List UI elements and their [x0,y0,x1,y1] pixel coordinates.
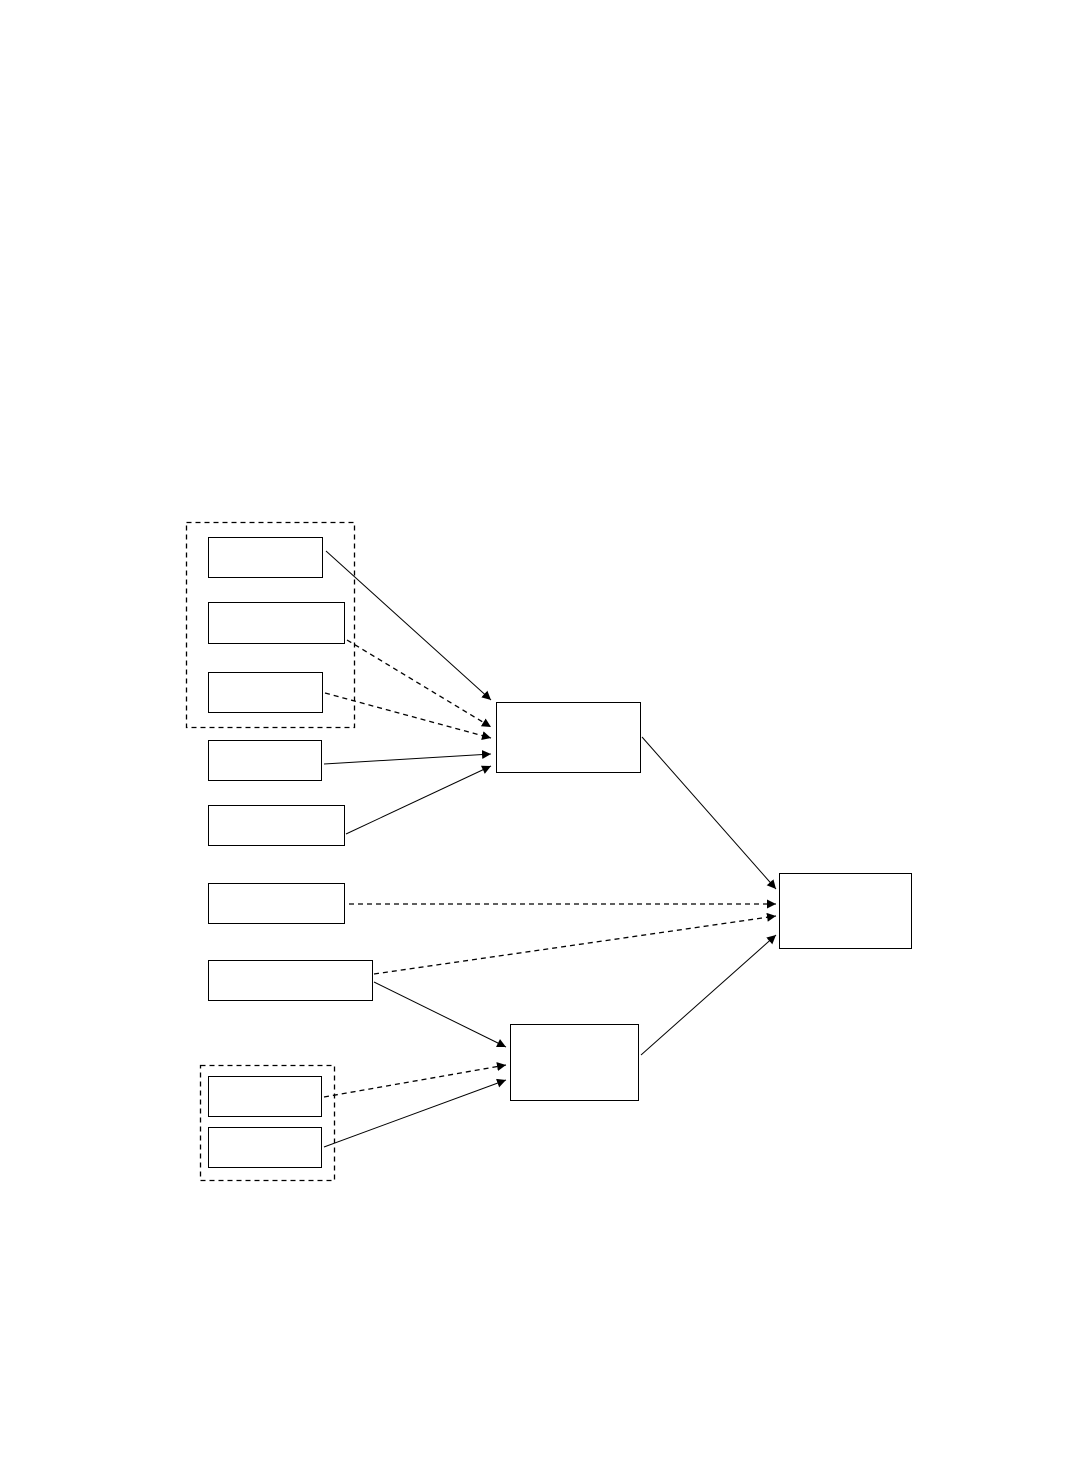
node-a8-box [208,1076,322,1117]
node-a8 [208,1076,322,1117]
node-a3 [208,672,323,713]
groups-layer [185,521,356,1182]
node-mid-top [496,702,641,773]
node-a1-box [208,537,323,578]
node-a9 [208,1127,322,1168]
nodes-layer [208,537,912,1168]
node-a7 [208,960,373,1001]
node-a5 [208,805,345,846]
arrow-mid-bottom-to-target [640,934,777,1056]
node-target [779,873,912,949]
arrow-a2-to-mid-top [346,639,492,728]
edges-layer [323,550,777,1148]
group-bottom-container [199,1064,336,1182]
node-a1 [208,537,323,578]
node-mid-top-box [496,702,641,773]
node-a5-box [208,805,345,846]
arrow-a3-to-mid-top [324,692,492,740]
arrow-a8-to-mid-bottom [323,1062,507,1098]
node-a9-box [208,1127,322,1168]
node-mid-bottom [510,1024,639,1101]
node-a6 [208,883,345,924]
node-a6-box [208,883,345,924]
arrow-a1-to-mid-top [325,550,492,701]
node-mid-bottom-box [510,1024,639,1101]
node-a7-box [208,960,373,1001]
group-top-container [185,521,356,729]
arrow-a7-to-mid-bottom [373,981,507,1048]
node-a3-box [208,672,323,713]
node-a2 [208,602,345,644]
arrow-a5-to-mid-top [345,765,492,835]
arrow-a4-to-mid-top [323,750,492,765]
node-a4-box [208,740,322,781]
node-a4 [208,740,322,781]
arrow-a7-to-target [373,912,777,975]
node-target-box [779,873,912,949]
arrow-a9-to-mid-bottom [323,1078,507,1148]
arrow-mid-top-to-target [641,736,777,890]
node-a2-box [208,602,345,644]
